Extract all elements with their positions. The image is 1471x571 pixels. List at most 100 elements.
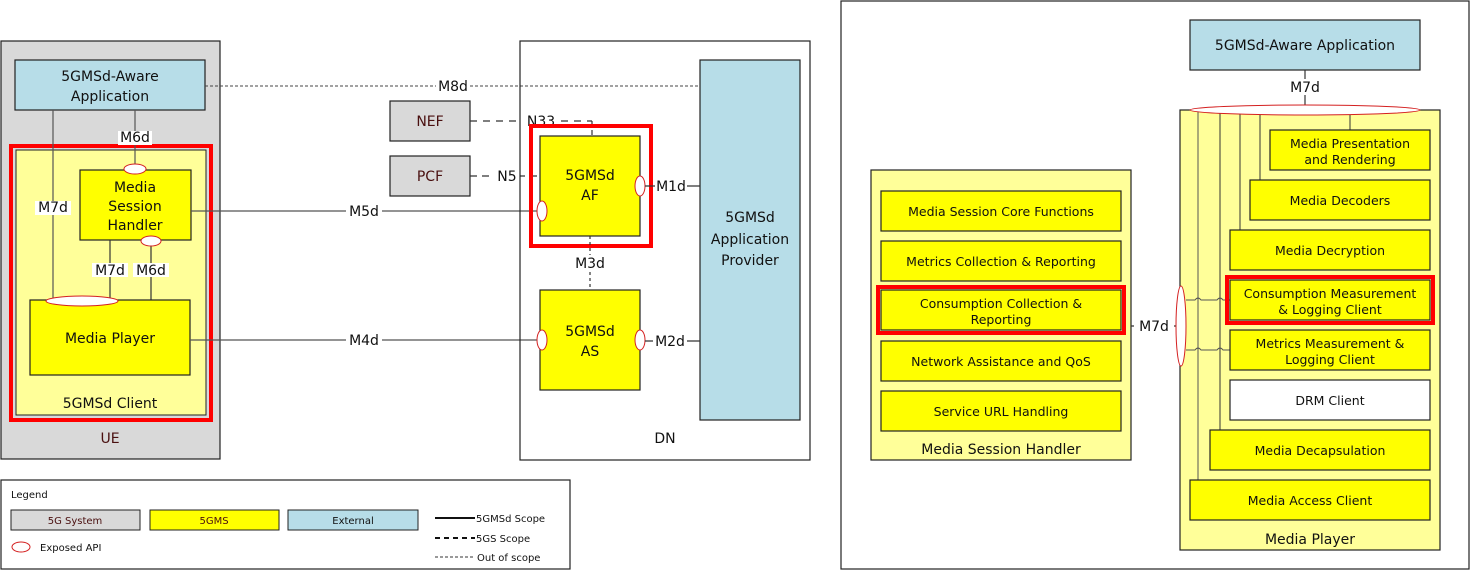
- right-aware-app-label: 5GMSd-Aware Application: [1215, 38, 1395, 54]
- m6d-top-label: M6d: [120, 130, 150, 146]
- provider-line1: 5GMSd: [725, 210, 775, 226]
- provider-line2: Application: [711, 232, 789, 248]
- player-item[interactable]: [1209, 429, 1431, 471]
- legend-swatch-5g-system: [10, 509, 141, 531]
- msh-item-label: Network Assistance and QoS: [911, 354, 1091, 369]
- legend-title: Legend: [11, 490, 48, 501]
- as-box[interactable]: [539, 289, 641, 391]
- player-item-line2: and Rendering: [1304, 152, 1395, 167]
- m3d-label: M3d: [575, 256, 605, 272]
- exposed-api-player: [45, 295, 119, 307]
- msh-item-line1: Consumption Collection &: [920, 296, 1083, 311]
- m7d-left-label: M7d: [38, 200, 68, 216]
- msh-item[interactable]: [880, 340, 1122, 382]
- aware-app-line2: Application: [71, 89, 149, 105]
- legend-5gms: 5GMS: [199, 516, 228, 527]
- m2d-label: M2d: [655, 334, 685, 350]
- msh-item[interactable]: [880, 240, 1122, 282]
- player-item[interactable]: [1269, 129, 1431, 171]
- exposed-api-af-m5: [536, 200, 548, 222]
- msh-item-label: Media Session Core Functions: [908, 204, 1094, 219]
- m6d-inner-label: M6d: [136, 263, 166, 279]
- msh-line2: Session: [108, 199, 161, 215]
- nef-label: NEF: [416, 114, 443, 130]
- m7d-inner-label: M7d: [95, 263, 125, 279]
- msh-item-line2: Reporting: [971, 312, 1032, 327]
- exposed-api-msh-top: [123, 163, 147, 175]
- right-m7d-side-label: M7d: [1139, 319, 1169, 335]
- right-player-label: Media Player: [1265, 532, 1355, 548]
- aware-app-line1: 5GMSd-Aware: [61, 69, 158, 85]
- player-item-line1: Consumption Measurement: [1244, 286, 1417, 301]
- player-item-line2: & Logging Client: [1278, 302, 1382, 317]
- legend-exposed-api: Exposed API: [40, 543, 101, 554]
- legend-5gs-scope: 5GS Scope: [476, 534, 530, 545]
- media-player-label: Media Player: [65, 331, 155, 347]
- player-item-label: Media Access Client: [1248, 493, 1373, 508]
- exposed-api-af-m1: [634, 175, 646, 197]
- ue-group: UE 5GMSd-Aware Application 5GMSd Client …: [0, 40, 221, 460]
- player-item[interactable]: [1229, 379, 1431, 421]
- aware-app-box[interactable]: [14, 59, 206, 111]
- ue-label: UE: [100, 431, 119, 447]
- player-item-label: Media Decapsulation: [1255, 443, 1386, 458]
- player-item-label: Media Decoders: [1290, 193, 1391, 208]
- as-line2: AS: [581, 344, 600, 360]
- af-line1: 5GMSd: [565, 168, 615, 184]
- player-item-line1: Media Presentation: [1290, 136, 1410, 151]
- dn-group: DN 5GMSd Application Provider 5GMSd AF M…: [519, 40, 811, 461]
- player-item[interactable]: [1229, 329, 1431, 371]
- player-item-label: Media Decryption: [1275, 243, 1385, 258]
- exposed-api-player-top: [1189, 104, 1421, 116]
- msh-box[interactable]: [79, 169, 192, 241]
- af-line2: AF: [581, 188, 599, 204]
- msh-item-label: Metrics Collection & Reporting: [906, 254, 1096, 269]
- msh-item[interactable]: [880, 190, 1122, 232]
- legend-exposed-api-icon: [11, 541, 31, 553]
- app-provider-box[interactable]: [699, 59, 801, 421]
- legend-out-of-scope: Out of scope: [477, 553, 540, 564]
- legend-swatch-5gms: [149, 509, 280, 531]
- exposed-api-as-m2: [634, 329, 646, 351]
- right-msh-label: Media Session Handler: [921, 442, 1081, 458]
- client-highlight: [9, 144, 213, 422]
- legend: Legend 5G System 5GMS External Exposed A…: [0, 479, 571, 570]
- player-item[interactable]: [1189, 479, 1431, 521]
- legend-5g-system: 5G System: [48, 516, 103, 527]
- exposed-api-msh-bottom: [140, 235, 162, 247]
- m8d-label: M8d: [438, 79, 468, 95]
- dn-box: [519, 40, 811, 461]
- legend-5gmsd-scope: 5GMSd Scope: [476, 514, 545, 525]
- exposed-api-as-m4: [536, 329, 548, 351]
- right-m7d-top-label: M7d: [1290, 80, 1320, 96]
- m5d-label: M5d: [349, 204, 379, 220]
- dn-label: DN: [654, 431, 675, 447]
- msh-highlight: [876, 285, 1126, 335]
- media-player-box[interactable]: [29, 299, 191, 376]
- msh-line1: Media: [114, 180, 156, 196]
- player-item-label: DRM Client: [1295, 393, 1364, 408]
- exposed-api-player-side: [1175, 285, 1187, 367]
- player-highlight: [1225, 275, 1435, 325]
- nef-box[interactable]: [389, 100, 471, 142]
- as-line1: 5GMSd: [565, 324, 615, 340]
- player-item[interactable]: [1229, 229, 1431, 271]
- m4d-label: M4d: [349, 333, 379, 349]
- n5-label: N5: [497, 169, 516, 185]
- msh-item[interactable]: [880, 289, 1122, 331]
- msh-item-label: Service URL Handling: [934, 404, 1069, 419]
- msh-item[interactable]: [880, 390, 1122, 432]
- m1d-label: M1d: [656, 179, 686, 195]
- provider-line3: Provider: [721, 253, 779, 269]
- af-box[interactable]: [539, 135, 641, 237]
- player-item[interactable]: [1229, 279, 1431, 321]
- client-label: 5GMSd Client: [63, 396, 158, 412]
- msh-line3: Handler: [107, 218, 162, 234]
- legend-external: External: [332, 516, 374, 527]
- player-item[interactable]: [1249, 179, 1431, 221]
- player-item-line1: Metrics Measurement &: [1256, 336, 1405, 351]
- legend-swatch-external: [287, 509, 419, 531]
- player-item-line2: Logging Client: [1285, 352, 1375, 367]
- pcf-label: PCF: [417, 169, 443, 185]
